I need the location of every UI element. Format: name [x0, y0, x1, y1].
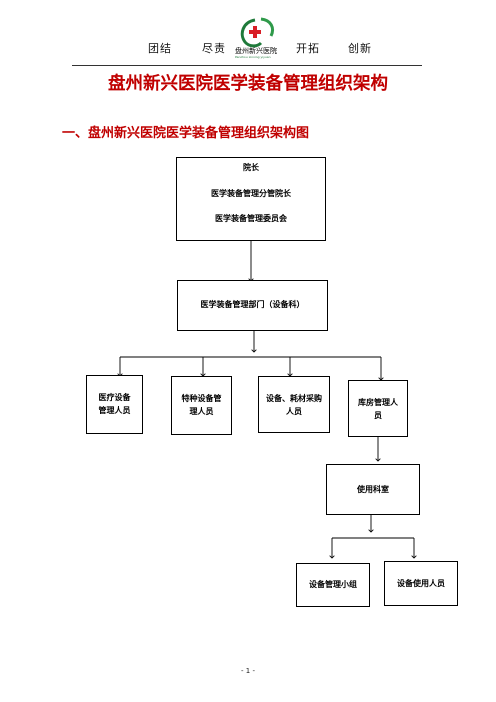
equipment-management-group-label: 设备管理小组: [309, 580, 357, 589]
logo-text: 盘州新兴医院: [235, 47, 277, 55]
user-department-box: [326, 464, 420, 515]
motto-word-4: 创新: [348, 42, 372, 55]
equipment-users-label: 设备使用人员: [397, 579, 445, 588]
header-divider: [72, 65, 422, 66]
logo-emblem-icon: [240, 17, 275, 48]
equipment-department-box: [177, 280, 328, 331]
logo-subtext: Panzhou xinxing yiyuan: [235, 55, 271, 59]
section-heading: 一、盘州新兴医院医学装备管理组织架构图: [62, 126, 310, 141]
medical-equipment-staff-line1: 医疗设备: [98, 393, 131, 402]
committee-label: 医学装备管理委员会: [215, 214, 287, 223]
equipment-department-label: 医学装备管理部门（设备科）: [200, 300, 305, 309]
leadership-box: [176, 157, 326, 241]
special-equipment-staff-line1: 特种设备管: [181, 394, 222, 403]
procurement-staff-line2: 人员: [286, 407, 302, 416]
motto-word-1: 团结: [148, 42, 172, 55]
procurement-staff-line1: 设备、耗材采购: [266, 394, 322, 403]
equipment-management-group-box: [296, 563, 370, 607]
president-label: 院长: [243, 163, 259, 172]
motto-word-2: 尽责: [202, 42, 226, 55]
hospital-logo: 盘州新兴医院 Panzhou xinxing yiyuan: [233, 16, 291, 60]
warehouse-staff-line2: 员: [374, 411, 382, 420]
warehouse-staff-line1: 库房管理人: [358, 398, 398, 407]
procurement-staff-box: [258, 376, 330, 433]
document-title: 盘州新兴医院医学装备管理组织架构: [108, 74, 388, 94]
medical-equipment-staff-box: [86, 375, 143, 434]
special-equipment-staff-line2: 理人员: [189, 407, 214, 416]
equipment-users-box: [384, 561, 458, 606]
page-number: - 1 -: [241, 667, 255, 675]
motto-word-3: 开拓: [296, 42, 320, 55]
special-equipment-staff-box: [171, 376, 232, 435]
warehouse-staff-box: [348, 380, 408, 437]
user-department-label: 使用科室: [357, 485, 389, 494]
medical-equipment-staff-line2: 管理人员: [98, 406, 131, 415]
deputy-president-label: 医学装备管理分管院长: [211, 189, 291, 198]
